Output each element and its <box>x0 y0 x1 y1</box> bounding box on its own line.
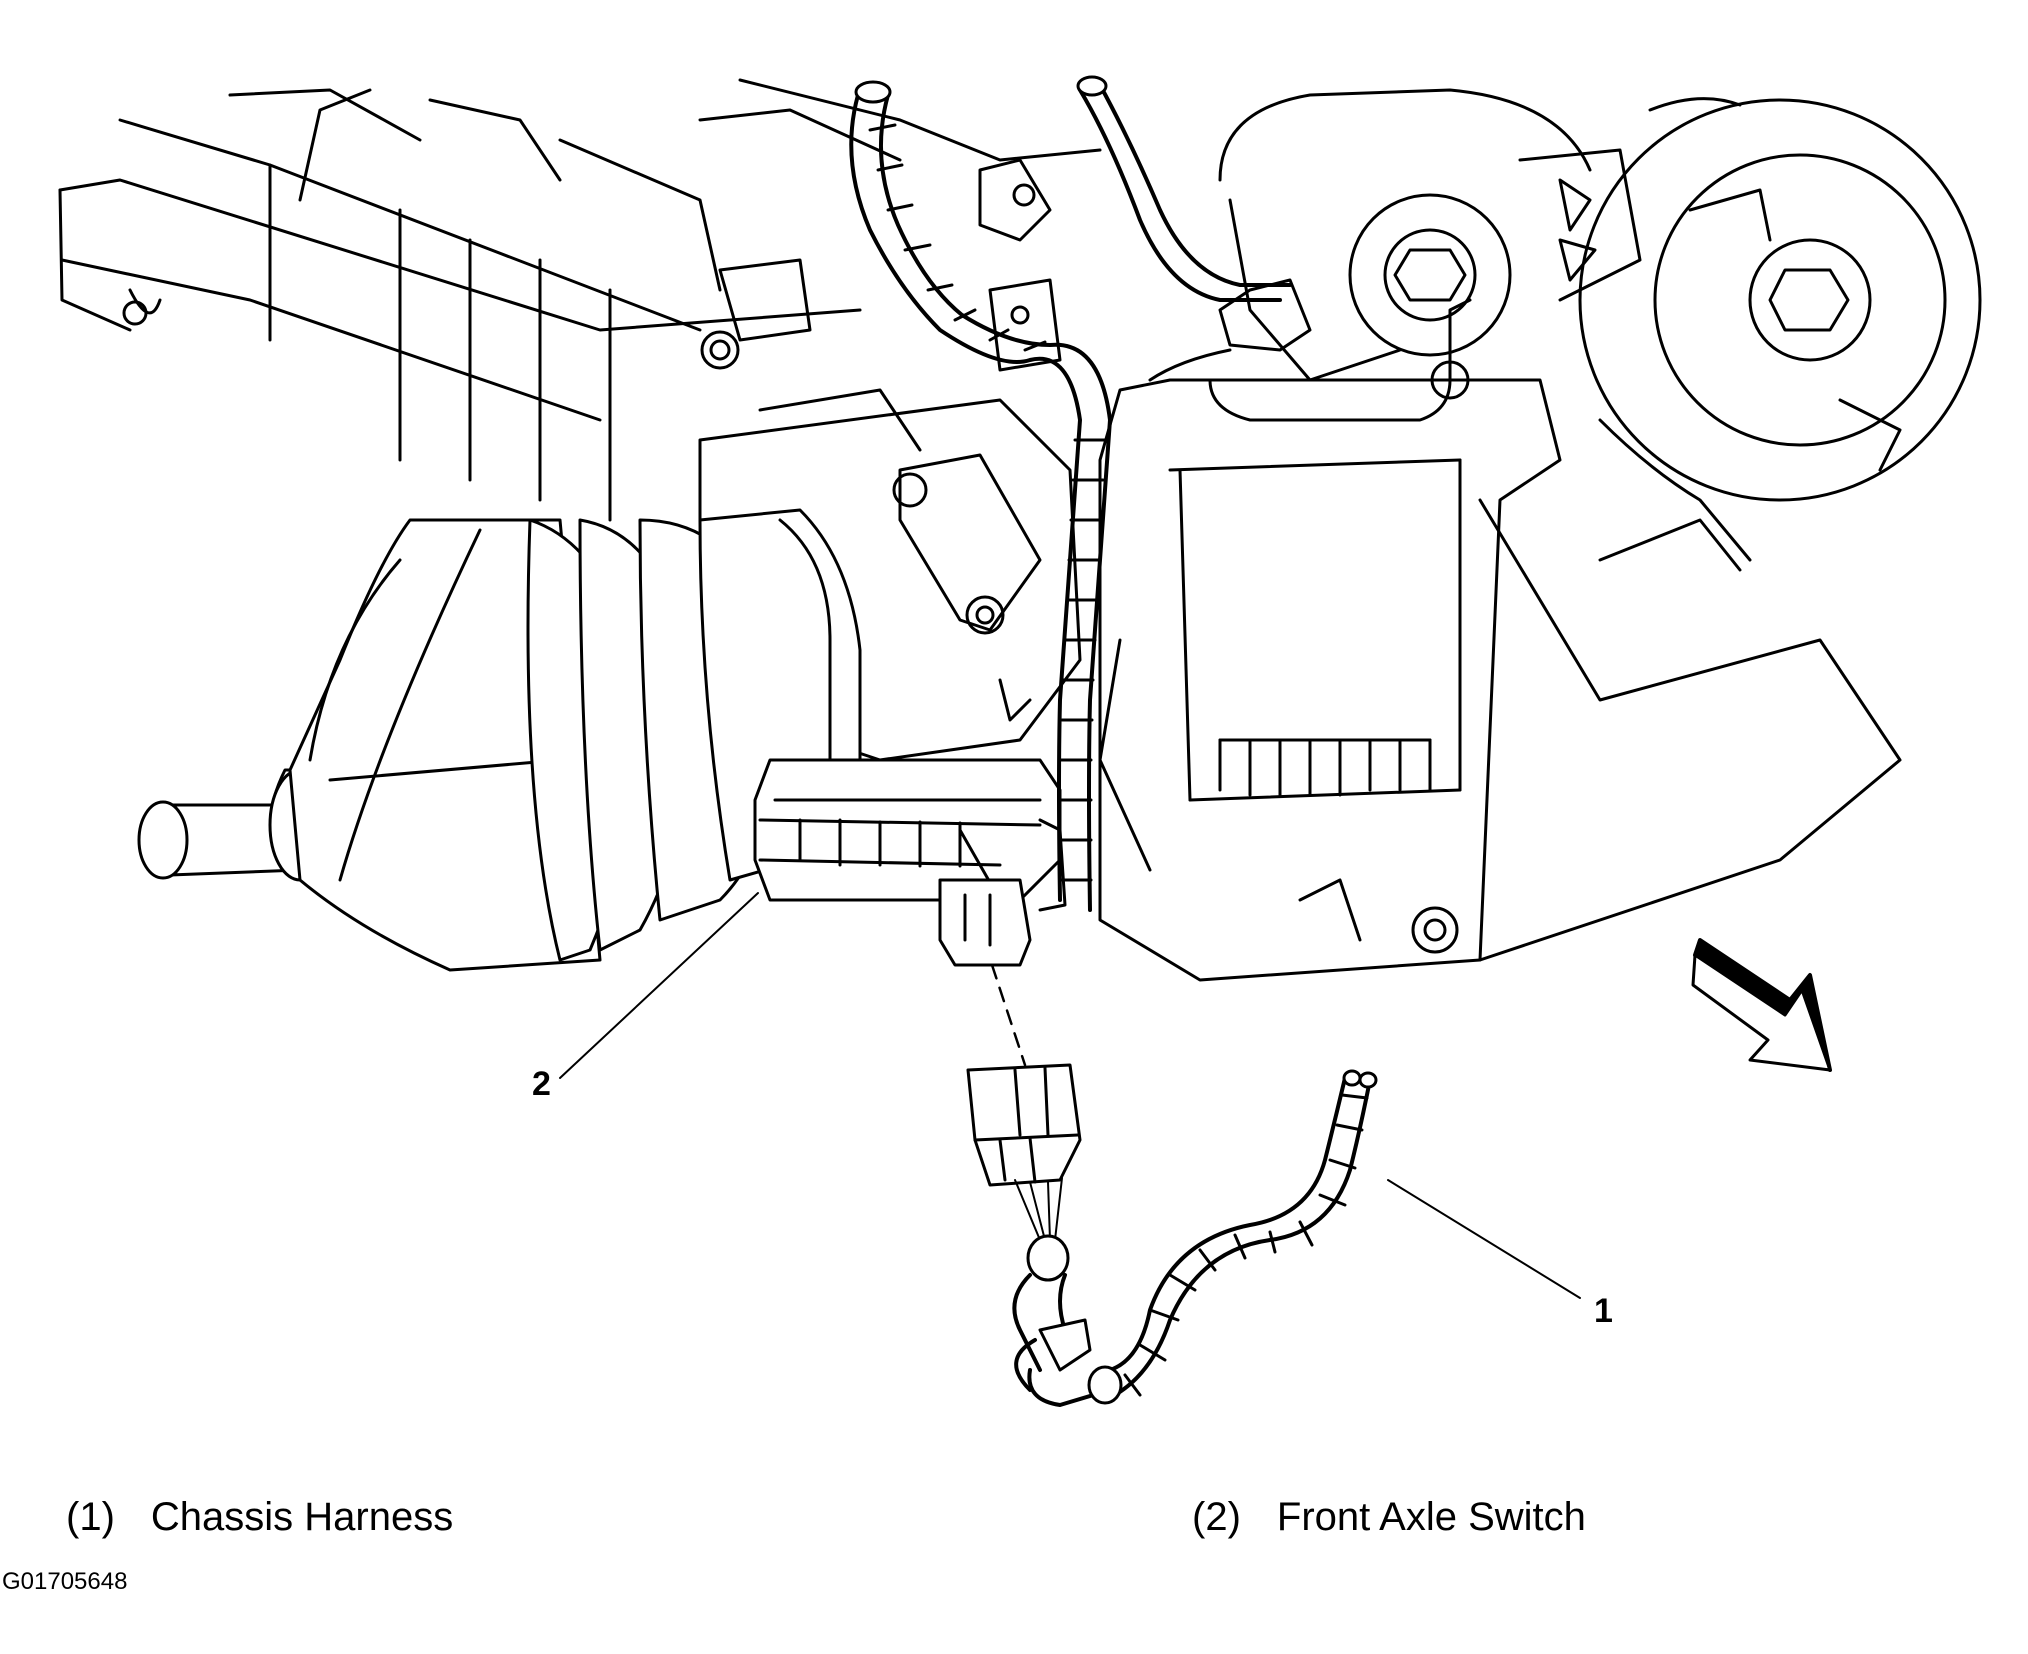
legend-number: (1) <box>66 1495 115 1539</box>
frame-rail <box>58 78 1102 522</box>
forward-direction-arrow <box>1691 938 1832 1072</box>
figure-id: G01705648 <box>2 1568 128 1595</box>
legend-label: Chassis Harness <box>150 1495 454 1539</box>
engine-pulleys <box>1218 88 1982 562</box>
callout-2: 2 <box>532 1065 551 1103</box>
callout-1: 1 <box>1594 1292 1613 1330</box>
legend-item-front-axle-switch: (2) Front Axle Switch <box>1192 1495 1586 1540</box>
connection-path <box>990 963 1027 1067</box>
legend-number: (2) <box>1192 1495 1241 1539</box>
upper-harness <box>849 75 1312 912</box>
leader-line-1 <box>1387 1179 1581 1299</box>
propeller-shaft <box>137 508 862 972</box>
legend-item-chassis-harness: (1) Chassis Harness <box>66 1495 453 1540</box>
legend-label: Front Axle Switch <box>1276 1495 1586 1539</box>
front-differential <box>1098 298 1902 982</box>
chassis-harness <box>966 1063 1378 1407</box>
front-axle-switch <box>753 758 1067 967</box>
leader-line-2 <box>559 892 759 1079</box>
